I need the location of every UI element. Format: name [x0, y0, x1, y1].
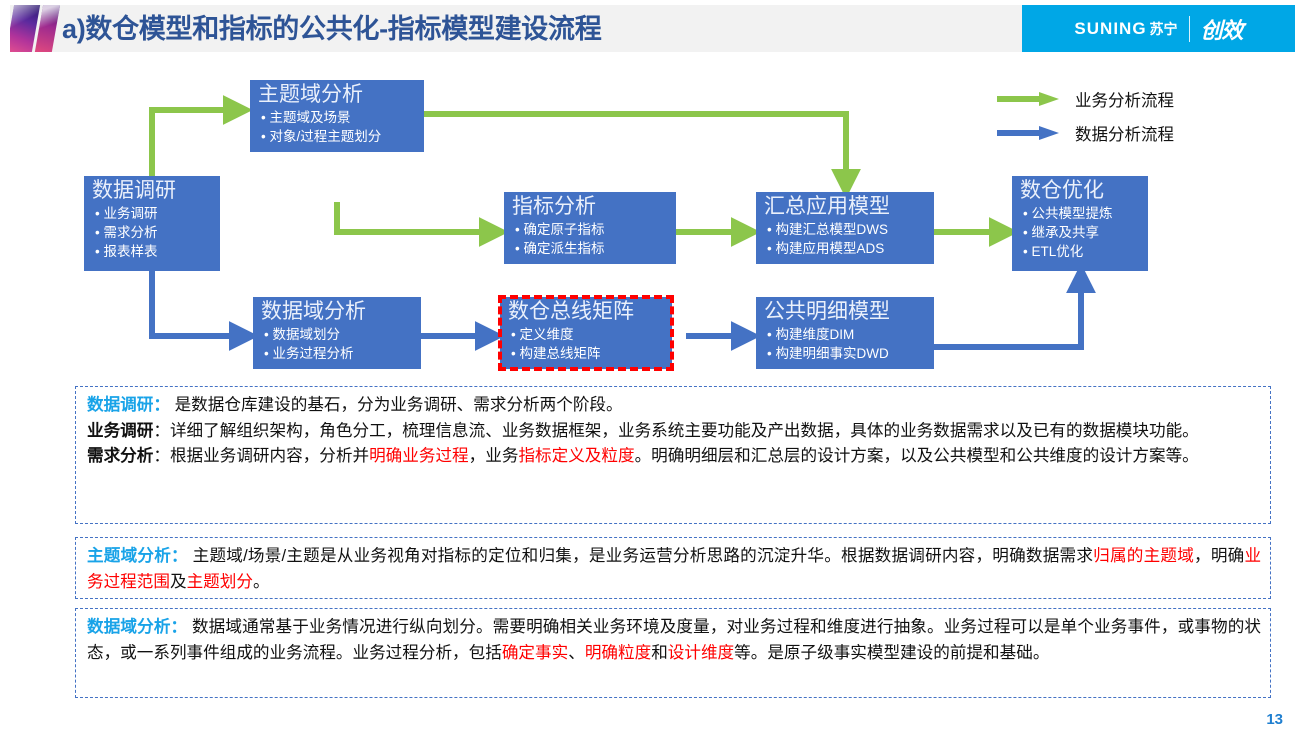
node-bullet: 构建明细事实DWD — [764, 344, 928, 363]
node-bullet: 业务过程分析 — [261, 344, 415, 363]
note-paragraph: 数据域分析： 数据域通常基于业务情况进行纵向划分。需要明确相关业务环境及度量，对… — [87, 614, 1261, 665]
decorative-ribbon-graphic — [10, 5, 60, 52]
node-bullet: 确定原子指标 — [512, 220, 670, 239]
text-run: 主题域/场景/主题是从业务视角对指标的定位和归集，是业务运营分析思路的沉淀升华。… — [187, 546, 1094, 565]
page-title: a)数仓模型和指标的公共化-指标模型建设流程 — [62, 14, 602, 44]
text-run: 。 — [252, 571, 270, 591]
legend-item-business-flow: 业务分析流程 — [995, 82, 1285, 116]
brand-divider — [1188, 15, 1190, 42]
text-run: 等。是原子级事实模型建设的前提和基础。 — [734, 642, 1050, 662]
brand-sub-logo: 创效 — [1200, 17, 1244, 43]
node-bullet: 继承及共享 — [1020, 223, 1142, 242]
text-run: ：详细了解组织架构，角色分工，梳理信息流、业务数据框架，业务系统主要功能及产出数… — [153, 420, 1199, 440]
node-title: 汇总应用模型 — [764, 195, 890, 218]
text-run: 需求分析 — [87, 446, 154, 465]
node-title: 数据域分析 — [261, 300, 366, 323]
node-bullet: 构建维度DIM — [764, 325, 928, 344]
text-run: 主题域分析： — [87, 546, 188, 565]
node-title: 主题域分析 — [258, 83, 363, 106]
legend-label: 业务分析流程 — [1075, 92, 1174, 110]
text-run: 数据域通常基于业务情况进行纵向划分。需要明确相关业务环境及度量，对业务过程和维度… — [87, 617, 1261, 662]
text-run: 指标定义及粒度 — [518, 446, 635, 465]
note-box-data-domain: 数据域分析： 数据域通常基于业务情况进行纵向划分。需要明确相关业务环境及度量，对… — [75, 608, 1271, 698]
text-run: 数据调研： — [87, 395, 170, 414]
text-run: 明确业务过程 — [369, 446, 469, 465]
note-paragraph: 数据调研： 是数据仓库建设的基石，分为业务调研、需求分析两个阶段。 — [87, 392, 1261, 418]
text-run: 确定事实 — [501, 642, 569, 662]
brand-wordmark-en: SUNING — [1074, 18, 1147, 38]
note-box-subject-domain: 主题域分析： 主题域/场景/主题是从业务视角对指标的定位和归集，是业务运营分析思… — [75, 537, 1271, 599]
text-run: 及 — [169, 571, 187, 591]
node-bullet: 需求分析 — [92, 223, 214, 242]
brand-wordmark-cn: 苏宁 — [1149, 20, 1178, 37]
flow-node-metric-analysis[interactable]: 指标分析 确定原子指标 确定派生指标 — [504, 192, 676, 264]
node-bullet: 构建应用模型ADS — [764, 239, 928, 258]
node-bullet: 数据域划分 — [261, 325, 415, 344]
node-title: 数仓优化 — [1020, 179, 1104, 202]
node-bullet: 主题域及场景 — [258, 108, 418, 127]
blue-arrow-icon — [997, 126, 1059, 140]
flow-legend: 业务分析流程 数据分析流程 — [995, 82, 1285, 150]
text-run: 业务调研 — [87, 420, 154, 440]
process-flow-diagram: 数据调研 业务调研 需求分析 报表样表 主题域分析 主题域及场景 对象/过程主题… — [0, 56, 1299, 386]
node-bullet: 定义维度 — [508, 325, 666, 344]
note-paragraph: 主题域分析： 主题域/场景/主题是从业务视角对指标的定位和归集，是业务运营分析思… — [87, 543, 1261, 594]
text-run: 归属的主题域 — [1093, 546, 1195, 565]
note-paragraph: 业务调研：详细了解组织架构，角色分工，梳理信息流、业务数据框架，业务系统主要功能… — [87, 418, 1261, 444]
text-run: 明确粒度 — [584, 642, 652, 662]
node-bullet: 业务调研 — [92, 204, 214, 223]
node-title: 指标分析 — [512, 195, 596, 218]
text-run: 和 — [651, 642, 668, 662]
green-arrow-icon — [997, 92, 1059, 106]
node-bullet: 报表样表 — [92, 242, 214, 261]
legend-label: 数据分析流程 — [1075, 126, 1174, 144]
text-run: ，明确 — [1194, 546, 1245, 565]
text-run: 、 — [568, 642, 585, 662]
node-bullet: 构建总线矩阵 — [508, 344, 666, 363]
flow-node-subject-domain-analysis[interactable]: 主题域分析 主题域及场景 对象/过程主题划分 — [250, 80, 424, 152]
text-run: 业务过程范围 — [87, 546, 1262, 591]
note-paragraph: 需求分析：根据业务调研内容，分析并明确业务过程，业务指标定义及粒度。明确明细层和… — [87, 443, 1261, 469]
legend-item-data-flow: 数据分析流程 — [995, 116, 1285, 150]
node-bullet: 构建汇总模型DWS — [764, 220, 928, 239]
page-number: 13 — [1266, 711, 1283, 728]
node-bullet: 确定派生指标 — [512, 239, 670, 258]
node-title: 数仓总线矩阵 — [508, 300, 634, 323]
text-run: 主题划分 — [186, 571, 253, 591]
text-run: ，业务 — [468, 446, 519, 465]
flow-node-public-detail-model[interactable]: 公共明细模型 构建维度DIM 构建明细事实DWD — [756, 297, 934, 369]
flow-node-bus-matrix[interactable]: 数仓总线矩阵 定义维度 构建总线矩阵 — [498, 295, 674, 371]
flow-node-warehouse-optimization[interactable]: 数仓优化 公共模型提炼 继承及共享 ETL优化 — [1012, 176, 1148, 271]
text-run: 设计维度 — [667, 642, 735, 662]
flow-node-data-domain-analysis[interactable]: 数据域分析 数据域划分 业务过程分析 — [253, 297, 421, 369]
text-run: 。明确明细层和汇总层的设计方案，以及公共模型和公共维度的设计方案等。 — [634, 446, 1199, 465]
flow-node-data-research[interactable]: 数据调研 业务调研 需求分析 报表样表 — [84, 176, 220, 271]
node-title: 公共明细模型 — [764, 300, 890, 323]
node-bullet: ETL优化 — [1020, 242, 1142, 261]
flow-node-summary-app-model[interactable]: 汇总应用模型 构建汇总模型DWS 构建应用模型ADS — [756, 192, 934, 264]
note-box-data-research: 数据调研： 是数据仓库建设的基石，分为业务调研、需求分析两个阶段。 业务调研：详… — [75, 386, 1271, 524]
node-bullet: 对象/过程主题划分 — [258, 127, 418, 146]
text-run: ：根据业务调研内容，分析并 — [153, 446, 370, 465]
text-run: 数据域分析： — [87, 617, 188, 636]
text-run: 是数据仓库建设的基石，分为业务调研、需求分析两个阶段。 — [169, 395, 623, 414]
node-bullet: 公共模型提炼 — [1020, 204, 1142, 223]
node-title: 数据调研 — [92, 179, 176, 202]
